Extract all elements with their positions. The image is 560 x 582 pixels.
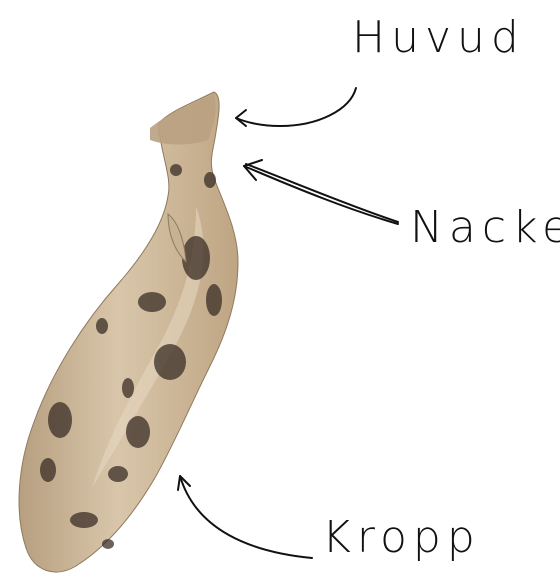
label-body: Kropp — [322, 516, 481, 560]
label-head: Huvud — [352, 16, 525, 60]
arrow-body — [180, 476, 312, 558]
arrow-head — [236, 88, 356, 126]
arrow-neck — [244, 166, 398, 224]
label-neck: Nacke — [410, 206, 560, 250]
root-illustration — [19, 92, 238, 572]
root-head — [150, 94, 216, 145]
root-body — [19, 92, 238, 572]
arrow-neck-double — [246, 164, 398, 222]
arrowhead-head — [236, 110, 246, 126]
